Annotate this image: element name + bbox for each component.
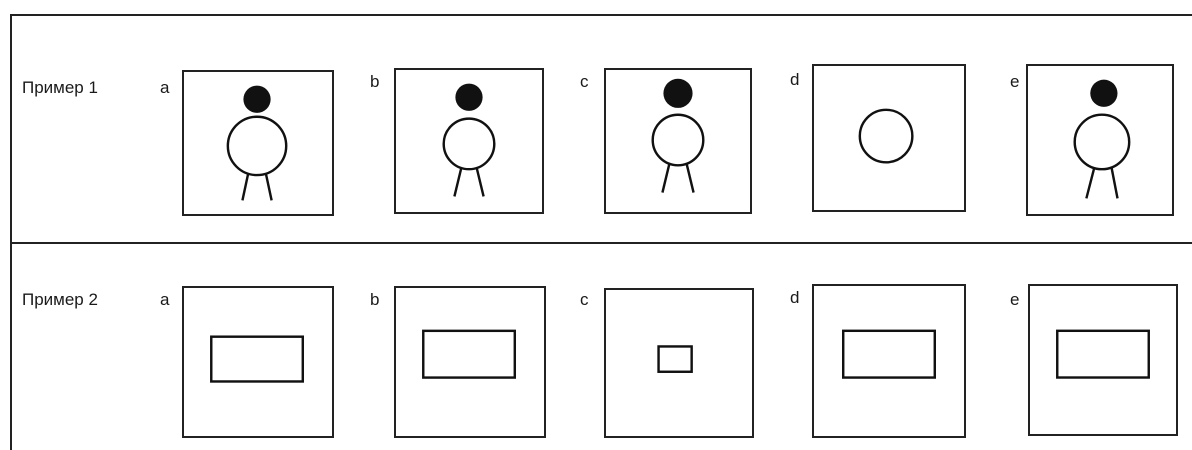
stick-figure [606, 70, 750, 212]
option-panel-2b[interactable] [394, 286, 546, 438]
option-panel-1c[interactable] [604, 68, 752, 214]
option-letter-1d: d [790, 70, 799, 90]
stick-figure [1028, 66, 1172, 214]
rectangle-figure [1030, 286, 1176, 434]
circle-figure [814, 66, 964, 210]
option-panel-1e[interactable] [1026, 64, 1174, 216]
rectangle-figure [184, 288, 332, 436]
rectangle-figure [814, 286, 964, 436]
row-label-example-2: Пример 2 [22, 290, 98, 310]
small-rectangle-figure [606, 290, 752, 436]
option-letter-2b: b [370, 290, 379, 310]
option-panel-2e[interactable] [1028, 284, 1178, 436]
option-panel-1a[interactable] [182, 70, 334, 216]
option-letter-2d: d [790, 288, 799, 308]
option-letter-1a: a [160, 78, 169, 98]
option-letter-2c: c [580, 290, 589, 310]
option-panel-1b[interactable] [394, 68, 544, 214]
stick-figure [184, 72, 332, 214]
option-letter-1b: b [370, 72, 379, 92]
option-letter-1c: c [580, 72, 589, 92]
option-panel-2a[interactable] [182, 286, 334, 438]
option-letter-1e: e [1010, 72, 1019, 92]
stick-figure [396, 70, 542, 212]
row-label-example-1: Пример 1 [22, 78, 98, 98]
rectangle-figure [396, 288, 544, 436]
row-divider [10, 242, 1192, 244]
option-letter-2e: e [1010, 290, 1019, 310]
option-letter-2a: a [160, 290, 169, 310]
option-panel-2d[interactable] [812, 284, 966, 438]
option-panel-2c[interactable] [604, 288, 754, 438]
option-panel-1d[interactable] [812, 64, 966, 212]
